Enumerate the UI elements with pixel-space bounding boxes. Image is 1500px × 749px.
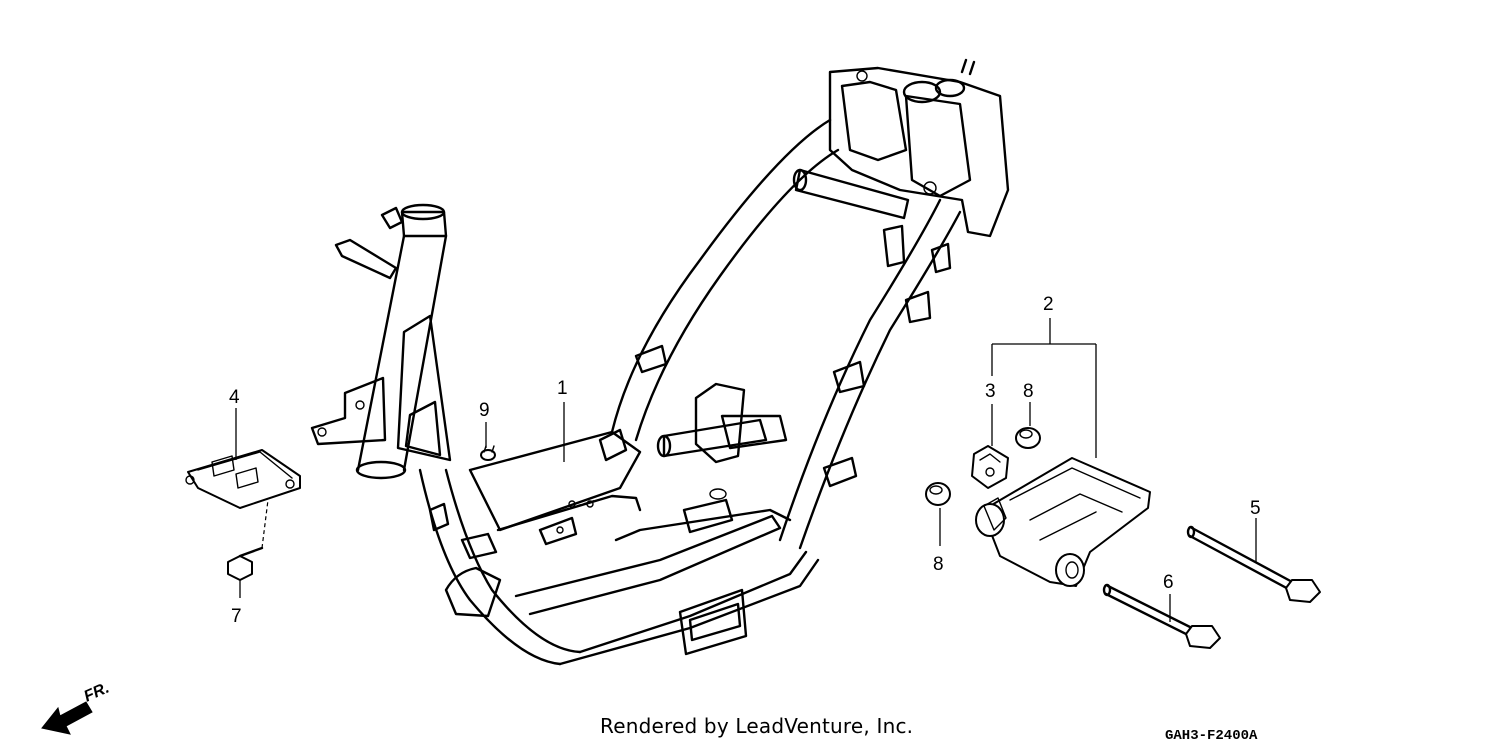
- callout-cover: 4: [229, 387, 240, 408]
- callout-bolt-long: 5: [1250, 498, 1261, 519]
- bracket-assy-part: [975, 457, 1151, 587]
- callout-bushing-lower: 8: [933, 554, 944, 575]
- bolt-long-part: [1186, 525, 1321, 603]
- leader-lines: [235, 318, 1257, 622]
- frame-body: [310, 58, 1010, 666]
- bolt-short-part: [1102, 583, 1221, 649]
- bushing-upper-part: [1015, 427, 1041, 449]
- front-direction-arrow-icon: [41, 701, 93, 735]
- stopper-rubber-part: [971, 445, 1009, 489]
- callout-bushing-upper: 8: [1023, 381, 1034, 402]
- callout-bolt-short: 6: [1163, 572, 1174, 593]
- render-credit: Rendered by LeadVenture, Inc.: [600, 714, 914, 738]
- callout-grommet: 9: [479, 400, 490, 421]
- callout-screw: 7: [231, 606, 242, 627]
- callout-bracket-assy: 2: [1043, 294, 1054, 315]
- grommet-part: [480, 445, 496, 461]
- callout-stopper-rubber: 3: [985, 381, 996, 402]
- cover-part: [185, 449, 301, 509]
- screw-part: [227, 499, 269, 581]
- diagram-code: GAH3-F2400A: [1165, 728, 1258, 744]
- callout-frame: 1: [557, 378, 568, 399]
- bushing-lower-part: [925, 482, 951, 506]
